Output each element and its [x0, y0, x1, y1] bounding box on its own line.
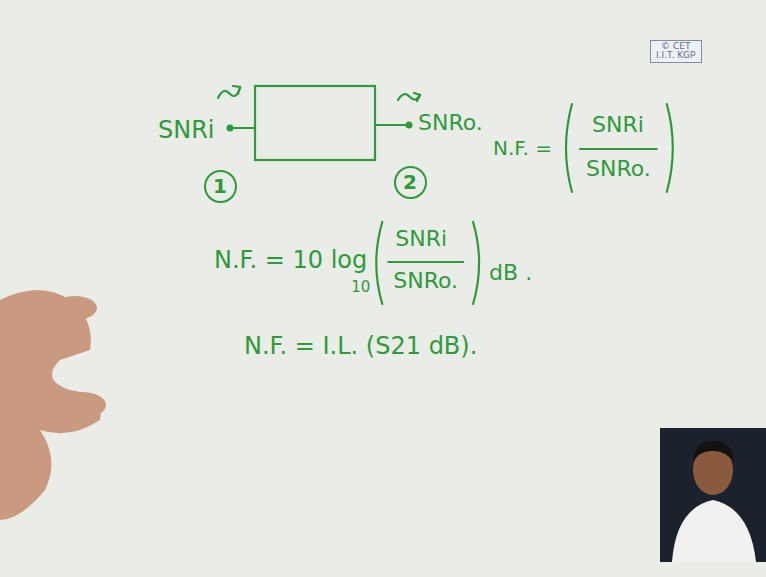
presenter-hand — [0, 290, 106, 520]
finger — [58, 392, 106, 418]
port-dot — [406, 122, 413, 129]
arrow-head — [414, 93, 420, 101]
watermark-box: © CETI.I.T. KGP — [650, 40, 702, 63]
port-number: 2 — [403, 172, 417, 193]
numerator: SNRi — [395, 228, 447, 250]
formula-text: N.F. = — [493, 138, 552, 158]
denominator: SNRo. — [393, 270, 458, 292]
watermark-text: I.I.T. KGP — [656, 51, 696, 60]
paren — [376, 222, 382, 304]
fraction-bar — [580, 148, 657, 150]
fraction-bar — [388, 261, 463, 263]
presenter-shirt — [672, 500, 756, 562]
denominator: SNRo. — [586, 158, 651, 180]
port-number-circle: 2 — [394, 166, 427, 199]
arrow-head — [233, 86, 240, 94]
watermark-text: © CET — [656, 42, 696, 51]
paren — [473, 222, 479, 304]
inset-frame — [660, 428, 766, 562]
port-number: 1 — [213, 176, 227, 197]
formula-text: N.F. = I.L. (S21 dB). — [244, 334, 477, 358]
log-base: 10 — [351, 280, 370, 295]
numerator: SNRi — [592, 114, 644, 136]
network-box — [255, 86, 375, 160]
signal-label: SNRo. — [418, 112, 483, 134]
signal-label: SNRi — [158, 118, 215, 142]
presenter-inset — [660, 428, 766, 562]
signal-squiggle — [218, 88, 240, 98]
presenter-hair — [693, 441, 734, 462]
port-wire — [233, 127, 255, 129]
paren — [566, 104, 572, 192]
unit-text: dB . — [489, 262, 532, 284]
finger — [53, 296, 97, 320]
paren — [667, 104, 673, 192]
port-wire — [375, 124, 406, 126]
port-number-circle: 1 — [204, 170, 237, 203]
port-dot — [227, 125, 234, 132]
formula-text: N.F. = 10 log — [214, 248, 367, 272]
